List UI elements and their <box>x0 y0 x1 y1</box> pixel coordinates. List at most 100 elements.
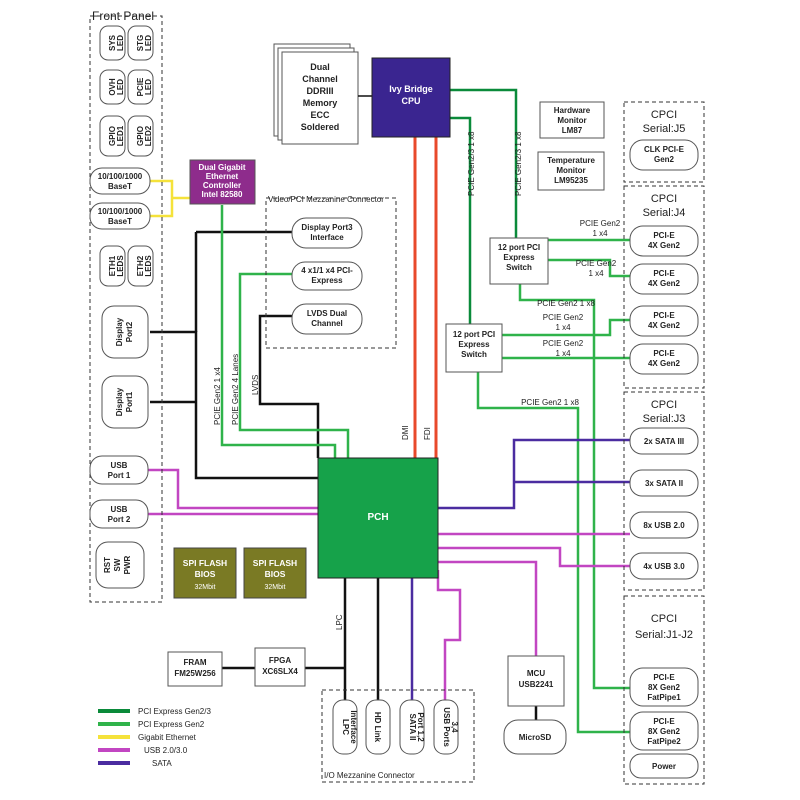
svg-text:Monitor: Monitor <box>556 166 585 175</box>
svg-text:USB: USB <box>111 505 128 514</box>
svg-text:Power: Power <box>652 762 676 771</box>
svg-text:ECC: ECC <box>310 110 330 120</box>
svg-text:CLK PCI-E: CLK PCI-E <box>644 145 685 154</box>
fatpipe2: PCI-E 8X Gen2 FatPipe2 <box>629 711 699 751</box>
cpci-serial-j5: CPCI Serial:J5 CLK PCI-E Gen2 <box>623 101 705 183</box>
svg-text:Dual Gigabit: Dual Gigabit <box>198 163 245 172</box>
svg-text:CPCI: CPCI <box>651 613 677 625</box>
eth-pcie-wire <box>220 205 337 458</box>
baset-port1: 10/100/1000 BaseT <box>89 167 151 195</box>
temperature-monitor: Temperature Monitor LM95235 <box>537 151 605 191</box>
svg-text:12 port PCI: 12 port PCI <box>453 330 495 339</box>
bus-label-sw2-b: PCIE Gen2 <box>543 339 584 348</box>
switch1-j4-wire <box>548 258 630 278</box>
lpc-interface: LPC Interface <box>332 699 358 755</box>
cpci-serial-j3: CPCI Serial:J3 2x SATA III 3x SATA II 8x… <box>623 391 705 591</box>
svg-text:PCI Express Gen2/3: PCI Express Gen2/3 <box>138 707 211 716</box>
svg-text:4x USB 3.0: 4x USB 3.0 <box>643 562 685 571</box>
bus-label-sw2-a: PCIE Gen2 <box>543 313 584 322</box>
j3-usb3: 4x USB 3.0 <box>629 552 699 580</box>
mezzanine-pcie: 4 x1/1 x4 PCI- Express <box>291 261 363 291</box>
svg-text:Intel 82580: Intel 82580 <box>202 190 243 199</box>
led-stg: STG LED <box>127 25 154 61</box>
svg-text:BaseT: BaseT <box>108 182 132 191</box>
svg-text:Temperature: Temperature <box>547 156 595 165</box>
svg-text:SYS: SYS <box>108 34 117 51</box>
svg-text:Port 2: Port 2 <box>108 515 131 524</box>
j4-pcie-4x-3: PCI-E 4X Gen2 <box>629 305 699 337</box>
svg-text:8X Gen2: 8X Gen2 <box>648 727 681 736</box>
usb3-wire <box>438 546 630 568</box>
svg-text:4 x1/1 x4 PCI-: 4 x1/1 x4 PCI- <box>301 266 353 275</box>
svg-text:Display Port3: Display Port3 <box>301 223 353 232</box>
svg-text:Ivy Bridge: Ivy Bridge <box>389 84 433 94</box>
spi-flash-bios-1: SPI FLASH BIOS 32Mbit <box>173 547 237 599</box>
svg-text:8x USB 2.0: 8x USB 2.0 <box>643 521 685 530</box>
j3-sata-iii: 2x SATA III <box>629 427 699 455</box>
svg-text:Express: Express <box>311 276 343 285</box>
svg-text:SPI FLASH: SPI FLASH <box>253 558 297 568</box>
svg-text:LED1: LED1 <box>116 125 125 146</box>
usb-port2: USB Port 2 <box>89 499 149 529</box>
display-port2-wire <box>150 330 318 480</box>
svg-text:LPC: LPC <box>341 719 350 735</box>
usb-ports34: USB Ports 3,4 <box>433 699 459 755</box>
j4-pcie-4x-2: PCI-E 4X Gen2 <box>629 263 699 295</box>
svg-text:Monitor: Monitor <box>557 116 586 125</box>
svg-text:LED2: LED2 <box>144 125 153 146</box>
svg-text:Port1: Port1 <box>125 391 134 412</box>
legend-item-gigabit-ethernet: Gigabit Ethernet <box>98 733 197 742</box>
led-gpio1: GPIO LED1 <box>99 115 126 157</box>
bus-label-sw1-a2: 1 x4 <box>592 229 608 238</box>
svg-text:Serial:J5: Serial:J5 <box>643 123 686 135</box>
bus-label-sw1-a: PCIE Gen2 <box>580 219 621 228</box>
bus-label-cpu-switch2: PCIE Gen2/3 1 x8 <box>467 131 476 196</box>
bus-label-sw2-down: PCIE Gen2 1 x8 <box>521 398 579 407</box>
cpu-switch1-wire <box>450 88 518 238</box>
svg-text:32Mbit: 32Mbit <box>194 584 215 591</box>
svg-text:Interface: Interface <box>349 710 358 744</box>
svg-text:Switch: Switch <box>506 263 532 272</box>
svg-text:PCI Express Gen2: PCI Express Gen2 <box>138 720 205 729</box>
svg-text:LED: LED <box>116 35 125 51</box>
svg-text:Dual: Dual <box>310 62 330 72</box>
pch-mcu-wire <box>438 560 538 656</box>
switch1-fatpipe1-wire <box>518 284 630 690</box>
reset-switch: RST SW PWR <box>95 541 145 589</box>
svg-text:PCI-E: PCI-E <box>653 231 675 240</box>
svg-text:GPIO: GPIO <box>108 126 117 146</box>
svg-text:USB Ports: USB Ports <box>442 707 451 747</box>
bus-label-sw1-down: PCIE Gen2 1 x8 <box>537 299 595 308</box>
svg-text:Port2: Port2 <box>125 321 134 342</box>
svg-text:Display: Display <box>115 317 124 346</box>
legend: PCI Express Gen2/3 PCI Express Gen2 Giga… <box>98 707 211 768</box>
svg-text:USB 2.0/3.0: USB 2.0/3.0 <box>144 746 188 755</box>
io-mezzanine: I/O Mezzanine Connector LPC Interface HD… <box>321 689 475 783</box>
svg-text:GPIO: GPIO <box>136 126 145 146</box>
svg-text:8X Gen2: 8X Gen2 <box>648 683 681 692</box>
led-gpio2: GPIO LED2 <box>127 115 154 157</box>
j3-usb2: 8x USB 2.0 <box>629 511 699 539</box>
svg-text:Controller: Controller <box>203 181 241 190</box>
switch2-j4-wire <box>502 318 630 337</box>
svg-text:MicroSD: MicroSD <box>519 733 552 742</box>
bus-label-eth-pcie: PCIE Gen2 1 x4 <box>213 367 222 425</box>
svg-text:PWR: PWR <box>123 555 132 574</box>
svg-text:4X Gen2: 4X Gen2 <box>648 359 681 368</box>
cpci-serial-j4: CPCI Serial:J4 PCI-E 4X Gen2 PCI-E 4X Ge… <box>623 185 705 389</box>
microsd-slot: MicroSD <box>503 719 567 755</box>
svg-text:FM25W256: FM25W256 <box>174 669 216 678</box>
pcie-switch-1: 12 port PCI Express Switch <box>489 237 549 285</box>
display-port1: Display Port1 <box>101 375 149 429</box>
display-port3-interface: Display Port3 Interface <box>291 217 363 249</box>
svg-text:Display: Display <box>115 387 124 416</box>
svg-text:Serial:J1-J2: Serial:J1-J2 <box>635 629 693 641</box>
switch2-fatpipe2-wire <box>476 372 630 734</box>
bus-label-lpc: LPC <box>335 614 344 630</box>
svg-text:Soldered: Soldered <box>301 122 340 132</box>
bus-label-mezz-pcie: PCIE Gen2 4 Lanes <box>231 354 240 425</box>
svg-text:Ethernet: Ethernet <box>206 172 239 181</box>
video-pci-mezzanine: Video/PCI Mezzanine Connector Display Po… <box>265 195 397 349</box>
svg-text:Serial:J3: Serial:J3 <box>643 413 686 425</box>
